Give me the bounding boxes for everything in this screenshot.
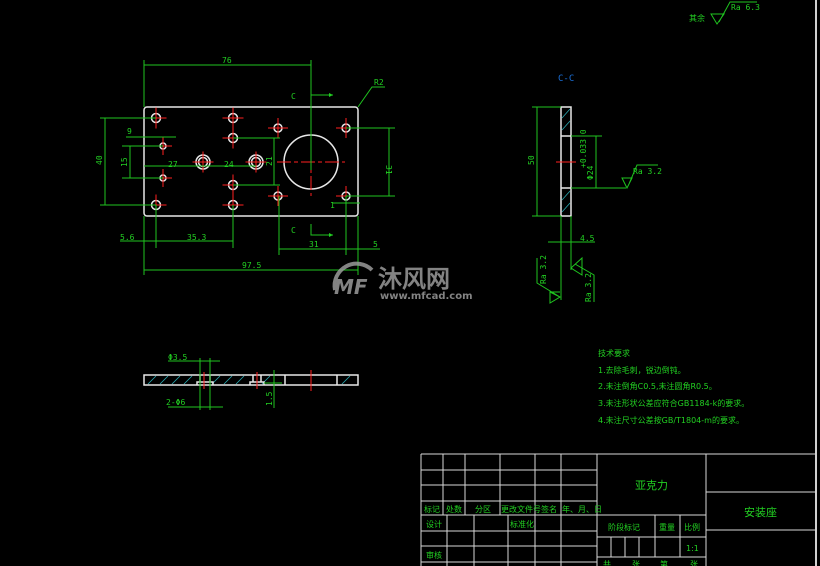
side-section-view: Φ3.5 2-Φ6 1.5 [143,353,359,410]
dim-1-5: 1.5 [265,391,274,406]
tech-req-item: 3.未注形状公差应符合GB1184-k的要求。 [598,398,749,408]
dim-bore: Φ24 [586,165,595,180]
dim-2-holes: 2-Φ6 [166,398,185,407]
header-signature: 签名 [541,504,557,514]
review-label: 审核 [426,550,442,560]
dim-15: 15 [120,157,129,167]
dim-31-bottom: 31 [309,240,319,249]
sheet-number-label: 第 [660,559,668,566]
dim-1: 1 [330,201,335,210]
hole [268,118,288,138]
weight-label: 重量 [659,522,675,532]
header-mark: 标记 [424,504,440,514]
tech-req-item: 1.去除毛刺，锐边倒钝。 [598,365,686,375]
watermark-logo [332,261,374,291]
stage-mark-label: 阶段标记 [608,522,640,532]
sheet-unit: 张 [690,560,698,566]
standardize-label: 标准化 [510,519,534,529]
surface-finish-label: 其余 [689,13,705,23]
dim-9: 9 [127,127,132,136]
dim-4-5: 4.5 [580,234,595,243]
sheet-unit: 张 [632,560,640,566]
plate-outline [143,106,359,217]
dim-76: 76 [222,56,232,65]
dim-r2: R2 [374,78,384,87]
section-cc-view: C-C 50 Φ24 +0.033 0 Ra 3.2 4.5 Ra 3.2 Ra… [527,74,662,304]
hole [245,151,267,173]
side-body [143,374,359,386]
dim-50: 50 [527,155,536,165]
design-label: 设计 [426,519,442,529]
svg-text:MF: MF [334,275,368,299]
ra-left: Ra 3.2 [539,255,548,284]
scale-label: 比例 [684,522,700,532]
header-date: 年、月、日 [562,504,602,514]
tech-req-item: 2.未注倒角C0.5,未注圆角R0.5。 [598,381,717,391]
section-mark-top: C [291,92,296,101]
surface-finish-symbol: 其余 Ra 6.3 [689,1,760,25]
technical-requirements: 技术要求 1.去除毛刺，锐边倒钝。 2.未注倒角C0.5,未注圆角R0.5。 3… [598,348,749,425]
header-count: 处数 [446,504,462,514]
dim-5: 5 [373,240,378,249]
title-block: 标记 处数 分区 更改文件号 签名 年、月、日 设计 标准化 审核 亚克力 安装… [420,453,816,566]
watermark-url: www.mfcad.com [380,291,473,302]
section-cc-title: C-C [558,74,574,84]
section-mark-bottom: C [291,226,296,235]
ra-right: Ra 3.2 [633,167,662,176]
sheet-total-label: 共 [603,560,611,566]
ra-bottom: Ra 3.2 [584,273,593,302]
tech-req-title: 技术要求 [598,348,630,358]
dim-35-3: 35.3 [187,233,206,242]
surface-finish-value: Ra 6.3 [731,3,760,12]
hole [192,151,214,173]
plan-view: 76 C C R2 9 40 15 27 24 21 31 1 5.6 35.3… [95,56,395,275]
dim-24: 24 [224,160,234,169]
dim-97-5: 97.5 [242,261,261,270]
watermark-brand: 沐风网 [378,265,450,293]
material: 亚克力 [635,479,668,492]
header-change-doc: 更改文件号 [501,504,541,514]
hole [268,186,288,206]
tech-req-item: 4.未注尺寸公差按GB/T1804-m的要求。 [598,415,744,425]
watermark: MF 沐风网 www.mfcad.com [332,261,473,302]
header-zone: 分区 [475,505,491,514]
dim-40: 40 [95,155,104,165]
dim-bore-tolerance: +0.033 0 [579,129,588,168]
hole [222,107,244,129]
part-name: 安装座 [744,505,777,519]
dim-31-right: 31 [384,165,393,175]
dim-21: 21 [265,156,274,166]
dim-3-5: Φ3.5 [168,353,187,362]
dim-5-6: 5.6 [120,233,135,242]
dim-27: 27 [168,160,178,169]
scale-value: 1:1 [686,544,699,553]
